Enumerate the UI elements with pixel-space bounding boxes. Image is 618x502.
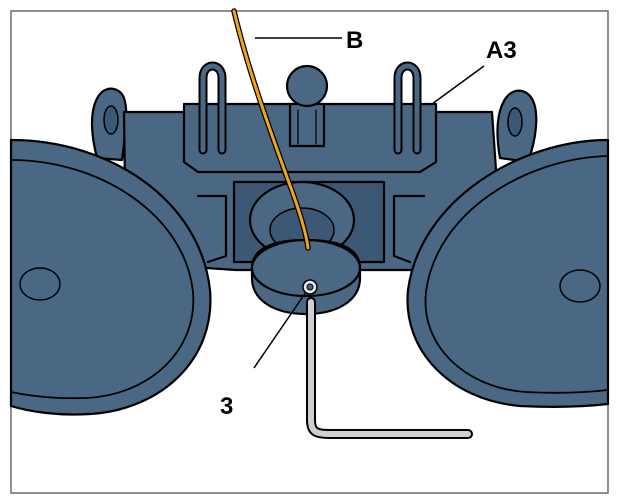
label-b: B [346, 27, 363, 54]
allen-key-icon [308, 299, 471, 437]
leader-a3 [431, 65, 485, 105]
ball-stud [288, 102, 326, 148]
label-a3: A3 [486, 37, 517, 64]
cable-b [232, 9, 310, 250]
leader-3 [253, 291, 307, 369]
top-handle-left [200, 63, 225, 153]
label-3: 3 [220, 393, 233, 420]
top-handle-right [395, 63, 420, 153]
left-suction-cup [9, 138, 212, 416]
ball-joint [285, 64, 329, 108]
right-suction-cup [406, 138, 610, 408]
